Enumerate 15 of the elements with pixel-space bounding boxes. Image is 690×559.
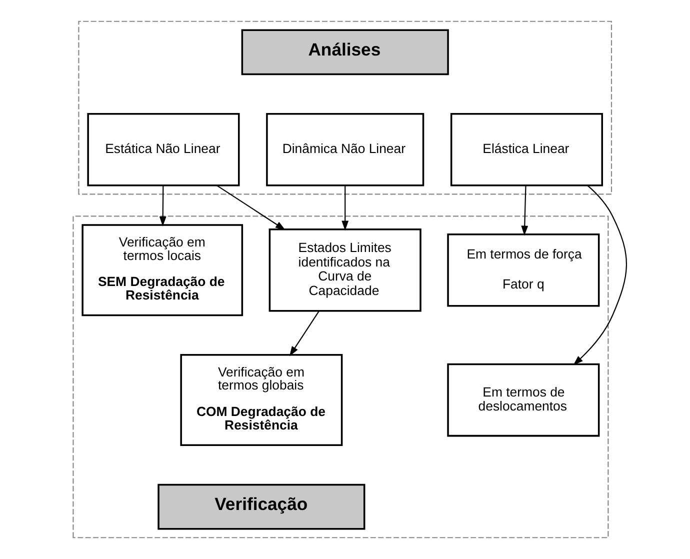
node-box: Estática Não Linear [86,112,240,186]
node-box: Em termos de deslocamentos [446,363,600,437]
node-box: Verificação [157,484,365,530]
node-box: Verificação em termos locais SEM Degradação de Resistência [81,224,243,316]
arrow [520,186,528,236]
arrow [288,310,320,356]
node-box: Dinâmica Não Linear [266,112,424,186]
arrow [158,186,166,226]
node-box: Análises [240,29,448,76]
arrow [341,186,348,231]
cluster [78,20,612,195]
node-box: Verificação em termos globais COM Degradação de Resistência [180,354,342,446]
node-box: Estados Limites identificados na Curva de Capacidade [268,228,421,312]
node-box: Em termos de força Fator q [446,234,600,307]
node-box: Elástica Linear [450,112,602,186]
